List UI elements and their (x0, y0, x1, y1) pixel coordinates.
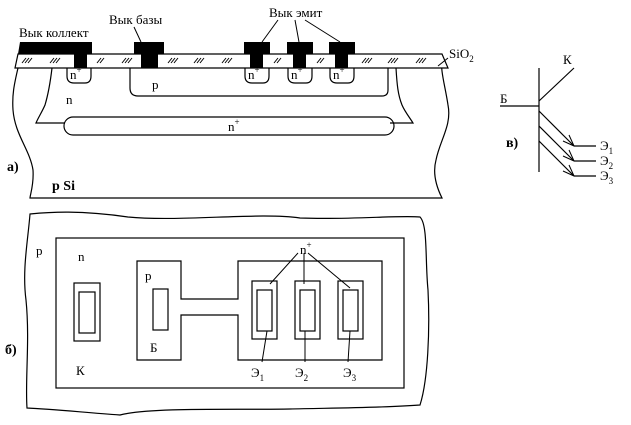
sio2-label: SiO2 (449, 46, 474, 64)
emitter-1-contact-window (256, 289, 273, 332)
emitter-1-n-plus (251, 280, 278, 340)
panel-b-top-view: n+ p n p К Б Э1 Э2 Э3 б) (5, 211, 430, 416)
p-base-region (129, 68, 389, 97)
collector-label: К (76, 363, 85, 378)
base-contact-window (152, 288, 169, 331)
emitter-3-symbol (538, 140, 596, 177)
emitter-2-label: Э2 (295, 365, 308, 383)
panel-a-label: а) (7, 160, 19, 175)
base-label: Б (150, 340, 157, 355)
emitter-3-contact-window (342, 289, 359, 332)
substrate-label: p Si (52, 179, 75, 194)
panel-c-schematic-symbol: К Б Э1 Э2 Э3 в) (500, 52, 614, 186)
base-contact-metal (134, 42, 164, 68)
emitter-1-label: Э1 (251, 365, 264, 383)
emitter-lead-label: Вык эмит (269, 5, 323, 20)
emitter-3-n-plus-pocket (329, 68, 355, 84)
p-outer-label: p (36, 243, 43, 258)
emitter-3-label: Э3 (600, 168, 614, 186)
emitter-2-symbol (538, 125, 596, 162)
p-base-label: p (152, 77, 159, 92)
panel-c-label: в) (506, 136, 519, 151)
base-label: Б (500, 91, 507, 106)
base-lead-pointer (133, 26, 142, 43)
n-island-label: n (78, 249, 85, 264)
emitter-n-plus-label: n+ (300, 240, 312, 257)
chip-outline (24, 211, 430, 416)
emitter-1-label: Э1 (600, 138, 613, 156)
n-island (55, 237, 405, 389)
emitter-2-contact-window (299, 289, 316, 332)
emitter-3-n-plus-label: n+ (333, 65, 345, 82)
oxide-hatching (21, 57, 427, 64)
emitter-1-n-plus-pocket (244, 68, 270, 84)
emitter-1-contact-metal (244, 42, 270, 68)
panel-b-label: б) (5, 343, 17, 358)
collector-n-plus-label: n+ (70, 65, 82, 82)
n-plus-pointers (269, 252, 351, 289)
base-lead-label: Вык базы (109, 12, 162, 27)
collector-lead-label: Вык коллект (19, 25, 89, 40)
emitter-leaders (261, 330, 351, 363)
n-region-label: n (66, 92, 73, 107)
emitter-1-n-plus-label: n+ (248, 65, 260, 82)
emitter-2-n-plus-pocket (287, 68, 313, 84)
sio2-pointer (437, 57, 449, 67)
emitter-1-symbol (538, 110, 596, 147)
emitter-lead-pointers (261, 19, 341, 43)
buried-n-plus-label: n+ (228, 117, 240, 134)
collector-n-plus-outer (73, 282, 101, 342)
p-base-label: p (145, 268, 152, 283)
substrate-outline (12, 57, 450, 199)
emitter-2-label: Э2 (600, 153, 613, 171)
emitter-2-n-plus-label: n+ (291, 65, 303, 82)
n-island-left-boundary (35, 67, 65, 124)
collector-wire (538, 67, 575, 102)
emitter-2-contact-metal (287, 42, 313, 68)
n-island-right-boundary (390, 67, 415, 124)
collector-contact-metal (18, 42, 92, 68)
emitter-3-label: Э3 (343, 365, 357, 383)
emitter-3-contact-metal (329, 42, 355, 68)
base-p-region (136, 260, 383, 361)
collector-contact-window (78, 291, 96, 334)
emitter-3-n-plus (337, 280, 364, 340)
panel-a-cross-section: n+ p n n+ n+ n+ n+ (7, 5, 474, 199)
buried-n-plus-layer (63, 116, 395, 136)
collector-n-plus-pocket (66, 68, 92, 84)
collector-label: К (563, 52, 572, 67)
emitter-2-n-plus (294, 280, 321, 340)
